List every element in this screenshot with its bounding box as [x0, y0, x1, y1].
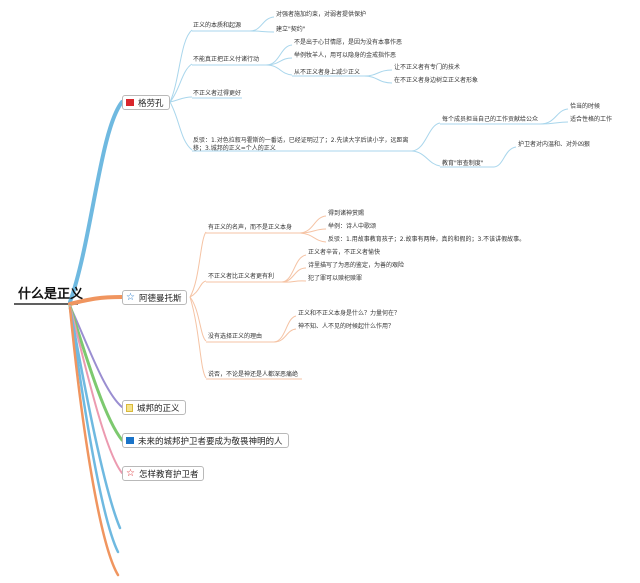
glaukon-duty-1[interactable]: 恰当的时候 [570, 103, 601, 110]
adeimantus-no-reason[interactable]: 没有选择正义的理由 [208, 333, 263, 340]
blue-flag-icon [126, 437, 134, 444]
glaukon-origin-1[interactable]: 对强者施加约束，对弱者提供保护 [276, 11, 367, 18]
adeimantus-unjust-3[interactable]: 犯了罪可以赎祀赎罪 [308, 275, 363, 282]
red-star-icon: ☆ [126, 467, 135, 479]
document-icon [126, 403, 133, 412]
red-flag-icon [126, 99, 134, 106]
blue-star-icon: ☆ [126, 291, 135, 303]
adeimantus-no-reason-1[interactable]: 正义和不正义本身是什么？力量何在？ [298, 310, 401, 317]
topic-glaukon[interactable]: 格劳孔 [122, 95, 170, 110]
topic-adeimantus[interactable]: ☆ 阿德曼托斯 [122, 290, 188, 305]
topic-guardians-label: 未来的城邦护卫者要成为敬畏神明的人 [138, 436, 283, 447]
glaukon-duty-2[interactable]: 适合性格的工作 [570, 116, 613, 123]
topic-polis-label: 城邦的正义 [137, 403, 180, 414]
root-topic[interactable]: 什么是正义 [18, 287, 84, 302]
glaukon-involuntary[interactable]: 不能真正把正义付诸行动 [193, 56, 260, 63]
branch-line-extra-orange [68, 306, 120, 577]
adeimantus-no-reason-2[interactable]: 神不知、人不见的时候起什么作用？ [298, 323, 395, 330]
glaukon-involuntary-1[interactable]: 不是出于心甘情愿，是因为没有本事作恶 [294, 39, 403, 46]
topic-polis[interactable]: 城邦的正义 [122, 400, 186, 415]
glaukon-rebuttal-line-2[interactable]: 移；3.城邦的正义=个人的正义 [193, 145, 276, 152]
glaukon-involuntary-3a[interactable]: 让不正义者有专门的技术 [394, 64, 461, 71]
glaukon-origin[interactable]: 正义的本质和起源 [193, 22, 242, 29]
branch-line-glaukon [68, 100, 124, 304]
glaukon-edu[interactable]: 教育"审查制度" [442, 160, 484, 167]
topic-adeimantus-label: 阿德曼托斯 [138, 293, 182, 304]
adeimantus-name-3[interactable]: 反驳：1.用故事教育孩子；2.故事有两种，真的和假的；3.不该讲假故事。 [328, 236, 526, 243]
topic-education[interactable]: ☆ 怎样教育护卫者 [122, 466, 205, 481]
branch-line-education [69, 305, 123, 474]
branch-line-extra-teal [68, 306, 120, 554]
glaukon-unjust-better[interactable]: 不正义者过得更好 [193, 90, 242, 97]
topic-glaukon-label: 格劳孔 [138, 98, 164, 109]
topic-guardians[interactable]: 未来的城邦护卫者要成为敬畏神明的人 [122, 433, 289, 448]
adeimantus-unjust-1[interactable]: 正义者辛苦，不正义者愉快 [308, 249, 381, 256]
adeimantus-name[interactable]: 有正义的名声，而不是正义本身 [208, 224, 293, 231]
adeimantus-name-2[interactable]: 举例：诗人中歌颂 [328, 223, 377, 230]
adeimantus-summary[interactable]: 说否，不论是神还是人都深恶痛绝 [208, 371, 299, 378]
glaukon-involuntary-3b[interactable]: 在不正义者身边树立正义者形象 [394, 77, 479, 84]
glaukon-involuntary-2[interactable]: 举例牧羊人，用可以隐身的金戒指作恶 [294, 52, 397, 59]
branch-line-adeimantus [68, 295, 124, 306]
glaukon-edu-1[interactable]: 护卫者对内温和、对外凶狠 [518, 141, 591, 148]
branch-line-extra-blue [68, 306, 122, 530]
glaukon-duty[interactable]: 每个成员担当自己的工作贡献给公众 [442, 116, 539, 123]
adeimantus-name-1[interactable]: 得到诸神赏赐 [328, 210, 365, 217]
glaukon-rebuttal-line-1[interactable]: 反驳：1.对色拉叙马霍斯的一番话，已经证明过了；2.先读大字后读小字，远距离 [193, 137, 409, 144]
glaukon-origin-2[interactable]: 建立"契约" [276, 26, 306, 33]
adeimantus-unjust-2[interactable]: 诗里描写了为恶的鉴定，为善的艰险 [308, 262, 405, 269]
topic-education-label: 怎样教育护卫者 [138, 469, 199, 480]
adeimantus-unjust-better[interactable]: 不正义者比正义者更有利 [208, 273, 275, 280]
glaukon-involuntary-3[interactable]: 从不正义者身上减少正义 [294, 69, 361, 76]
